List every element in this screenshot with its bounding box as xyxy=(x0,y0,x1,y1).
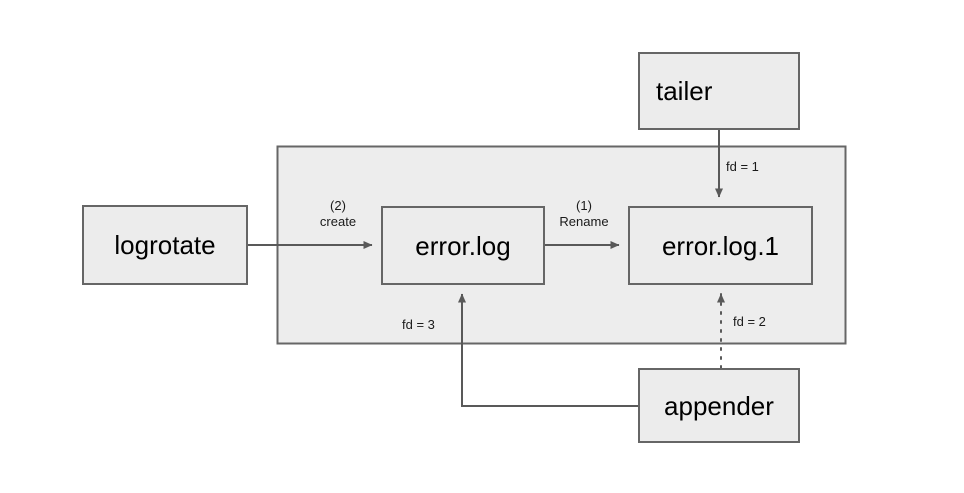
edge-label-rename: (1) Rename xyxy=(548,198,620,230)
edge-label-fd1: fd = 1 xyxy=(726,159,759,174)
edge-label-fd3: fd = 3 xyxy=(402,317,435,332)
edge-label-rename-text: Rename xyxy=(559,214,609,229)
node-error-log-1[interactable] xyxy=(628,206,813,285)
edge-label-fd2: fd = 2 xyxy=(733,314,766,329)
appender-fd3-edge xyxy=(458,293,638,407)
edge-label-create-text: create xyxy=(319,214,357,229)
node-appender[interactable] xyxy=(638,368,800,443)
edge-label-create: (2) create xyxy=(307,198,369,230)
node-tailer[interactable] xyxy=(638,52,800,130)
edge-label-rename-step: (1) xyxy=(576,198,592,213)
edge-label-create-step: (2) xyxy=(330,198,346,213)
node-logrotate[interactable] xyxy=(82,205,248,285)
node-error-log[interactable] xyxy=(381,206,545,285)
